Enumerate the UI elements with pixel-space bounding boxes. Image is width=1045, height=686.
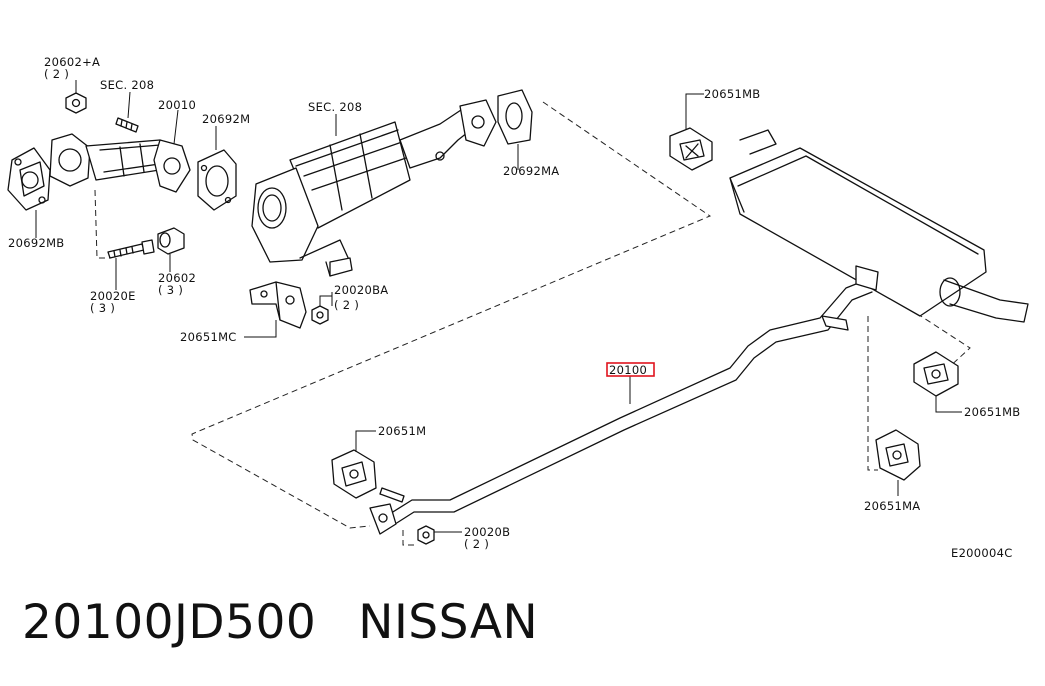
diagram-reference-code: E200004C (951, 546, 1013, 560)
hanger-20651m (331, 449, 405, 503)
label-20602a: 20602+A (44, 55, 100, 69)
bracket-20651mc (249, 281, 307, 329)
catalytic-converter (251, 99, 497, 277)
nut-20020b (417, 525, 435, 545)
brand-name: NISSAN (358, 595, 539, 650)
label-20651mb-top: 20651MB (704, 87, 761, 101)
label-sec208-right: SEC. 208 (308, 100, 362, 114)
label-20020b: 20020B (464, 525, 510, 539)
label-20692ma: 20692MA (503, 164, 559, 178)
leader-20651mb-right (935, 396, 962, 413)
label-20020b-qty: ( 2 ) (464, 537, 489, 551)
leader-20651m (355, 430, 376, 452)
label-20020e: 20020E (90, 289, 136, 303)
leader-20651mb-top (685, 93, 704, 130)
label-20020ba: 20020BA (334, 283, 388, 297)
label-20602a-qty: ( 2 ) (44, 67, 69, 81)
gasket-20692ma (497, 89, 533, 145)
label-20602: 20602 (158, 271, 196, 285)
nut-20602 (157, 227, 185, 255)
bolt-20020e (107, 239, 155, 259)
label-20692m: 20692M (202, 112, 250, 126)
leader-20651mc (244, 320, 277, 338)
part-number: 20100JD500 (22, 595, 317, 650)
label-20010: 20010 (158, 98, 196, 112)
front-pipe-20010 (49, 133, 191, 193)
leader-20020ba (319, 292, 333, 306)
label-20602-qty: ( 3 ) (158, 283, 183, 297)
muffler (729, 129, 1029, 323)
label-20020e-qty: ( 3 ) (90, 301, 115, 315)
label-sec208-left: SEC. 208 (100, 78, 154, 92)
nut-20020ba (311, 305, 329, 325)
hanger-guide-ma (867, 316, 878, 471)
leader-sec208a (127, 91, 131, 119)
leader-20010 (173, 109, 179, 145)
center-exhaust-pipe-20100 (369, 279, 873, 535)
hanger-20651ma (875, 429, 921, 481)
label-20651mb-right: 20651MB (964, 405, 1021, 419)
label-20651mc: 20651MC (180, 330, 237, 344)
part-caption: 20100JD500 NISSAN (22, 595, 538, 650)
label-20651m: 20651M (378, 424, 426, 438)
manifold-flange (7, 147, 51, 211)
stud-sec208 (115, 117, 139, 133)
hanger-20651mb-top (669, 127, 713, 171)
label-20020ba-qty: ( 2 ) (334, 298, 359, 312)
nut-20602a (65, 92, 87, 114)
hanger-20651mb-right (913, 351, 959, 397)
gasket-20692m (197, 149, 237, 211)
bolt-guide-b (402, 530, 416, 546)
highlight-box-20100 (606, 362, 655, 377)
bolt-guide-e (94, 189, 110, 259)
label-20692mb: 20692MB (8, 236, 65, 250)
label-20651ma: 20651MA (864, 499, 920, 513)
label-20100[interactable]: 20100 (609, 363, 647, 377)
assembly-boundary-front (191, 101, 712, 529)
